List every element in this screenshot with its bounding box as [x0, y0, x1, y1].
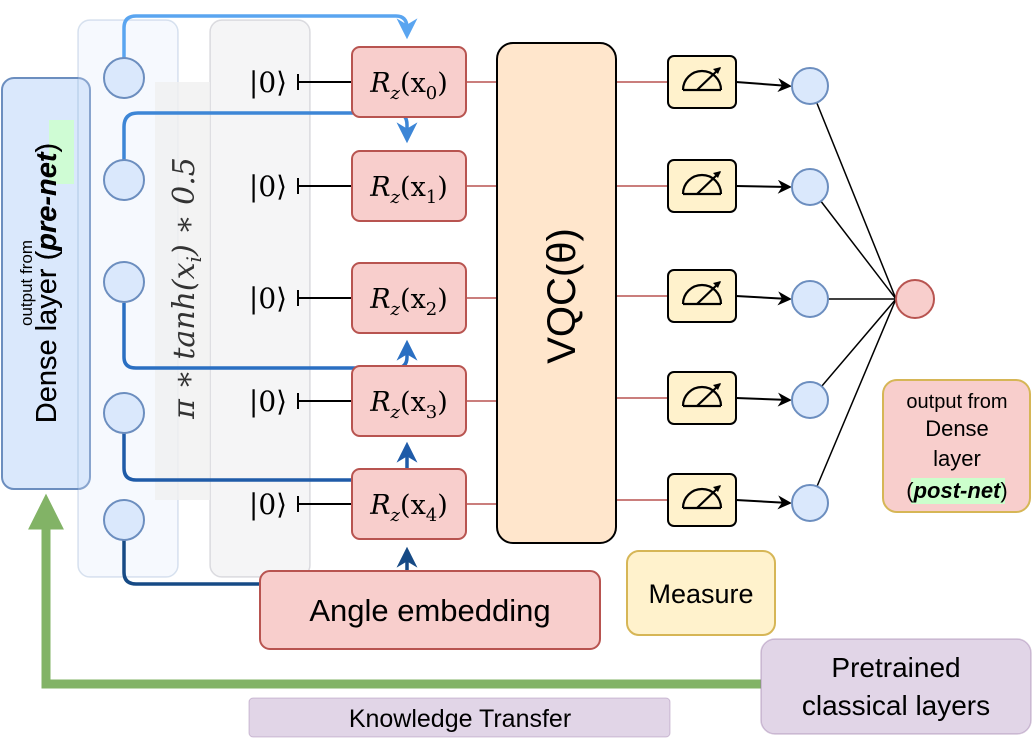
vqc-label: VQC(θ) — [540, 228, 584, 364]
measurement-gauge-icon — [667, 371, 737, 425]
pretrained-layers-box: Pretrained classical layers — [760, 638, 1032, 735]
output-node — [791, 67, 829, 105]
ket-zero-label: |0⟩ — [249, 488, 287, 521]
measure-arrow — [735, 179, 792, 194]
knowledge-transfer-arrow — [28, 493, 762, 689]
qubit-row: |0⟩ Rz(x2) — [249, 262, 792, 334]
ket-zero-label: |0⟩ — [249, 385, 287, 418]
measure-arrow — [735, 392, 792, 407]
input-node — [103, 261, 145, 303]
pre-net-highlight — [49, 120, 74, 184]
final-output-node — [895, 279, 935, 319]
wire-start — [297, 290, 352, 306]
qubit-row: |0⟩ Rz(x3) — [249, 365, 792, 437]
vqc-block: VQC(θ) — [496, 42, 617, 544]
measurement-gauge-icon — [667, 473, 737, 527]
pretrained-line2: classical layers — [802, 690, 990, 721]
angle-embedding-label-box: Angle embedding — [259, 570, 601, 650]
measurement-gauge-icon — [667, 159, 737, 213]
output-node — [791, 168, 829, 206]
measure-arrow — [735, 291, 792, 306]
wire-start — [297, 393, 352, 409]
wire-start — [297, 178, 352, 194]
qubit-row: |0⟩ Rz(x0) — [249, 46, 792, 118]
embed-arrow-0 — [122, 14, 418, 58]
qubit-row: |0⟩ Rz(x4) — [249, 468, 792, 540]
activation-formula-background — [155, 82, 210, 500]
measure-label-box: Measure — [626, 550, 776, 636]
input-node — [103, 159, 145, 201]
pre-net-caption-small: output from — [17, 240, 36, 326]
measure-label: Measure — [648, 579, 753, 609]
output-node — [791, 381, 829, 419]
svg-text:Dense layer (pre-net): Dense layer (pre-net) — [31, 143, 63, 423]
knowledge-transfer-label-box: Knowledge Transfer — [248, 697, 671, 738]
ket-zero-label: |0⟩ — [249, 66, 287, 99]
post-net-line1: output from — [906, 391, 1007, 413]
pre-net-caption-main: Dense layer (pre-net) — [31, 143, 63, 423]
ket-zero-label: |0⟩ — [249, 170, 287, 203]
embed-arrow-1 — [122, 111, 418, 160]
rz-gate-label: Rz(x3) — [369, 387, 448, 423]
knowledge-transfer-label: Knowledge Transfer — [349, 705, 571, 733]
measure-arrow — [735, 495, 792, 510]
ket-zero-label: |0⟩ — [249, 282, 287, 315]
output-edges — [809, 85, 897, 504]
wire-start — [297, 496, 352, 512]
post-net-label-box: output from Dense layer (post-net) — [882, 379, 1031, 513]
post-net-highlight — [911, 478, 1005, 504]
wire-start — [297, 74, 352, 90]
output-node — [791, 280, 829, 318]
post-net-line4: (post-net) — [906, 478, 1007, 503]
pretrained-line1: Pretrained — [831, 652, 960, 683]
rz-gate-label: Rz(x2) — [369, 284, 448, 320]
measurement-gauge-icon — [667, 55, 737, 109]
post-net-line2: Dense — [925, 416, 989, 441]
input-node — [103, 499, 145, 541]
rz-gate-label: Rz(x4) — [369, 490, 448, 526]
input-node — [103, 392, 145, 434]
output-node — [791, 484, 829, 522]
rz-gate-label: Rz(x0) — [369, 68, 448, 104]
angle-embedding-label: Angle embedding — [309, 593, 550, 628]
measurement-gauge-icon — [667, 269, 737, 323]
embed-arrow-2 — [122, 303, 418, 370]
qubit-row: |0⟩ Rz(x1) — [249, 150, 792, 222]
input-node — [103, 57, 145, 99]
activation-formula: π ∗ tanh(xi) ∗ 0.5 — [167, 157, 206, 420]
measure-arrow — [735, 78, 792, 93]
post-net-line3: layer — [933, 446, 981, 471]
pre-net-dense-layer-panel: Dense layer (pre-net) Dense layer (pre-n… — [1, 77, 91, 490]
rz-gate-label: Rz(x1) — [369, 172, 448, 208]
